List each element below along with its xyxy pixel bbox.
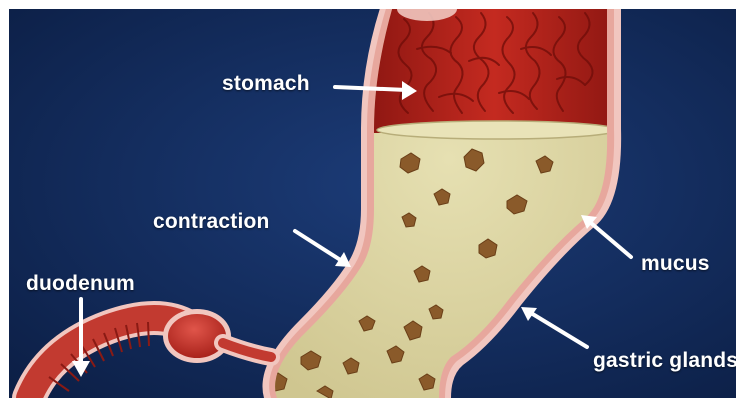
diagram-scene: stomach contraction duodenum mucus gastr… [9,9,736,398]
label-contraction: contraction [153,210,270,234]
digestive-diagram [9,9,736,398]
label-mucus: mucus [641,252,710,276]
label-duodenum: duodenum [26,272,135,296]
stomach-wall [369,9,619,133]
chyme-surface [377,121,617,139]
label-gastric-glands: gastric glands [593,349,736,373]
label-stomach: stomach [222,72,310,96]
